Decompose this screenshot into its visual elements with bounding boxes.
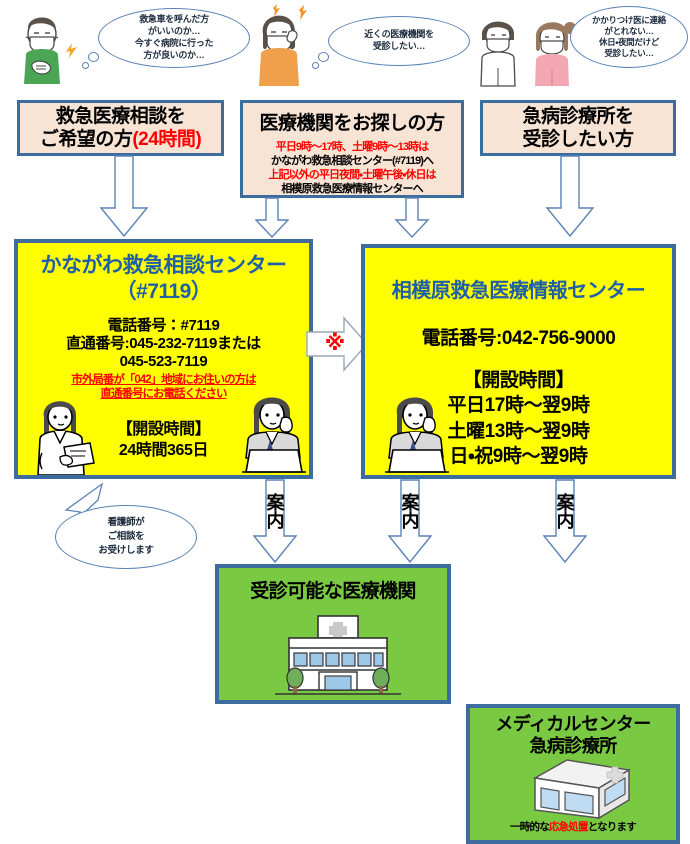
arrow-category2-to-sagamihara [394,197,430,239]
persona-headache-illustration [245,4,325,88]
persona-chest-pain-illustration [8,6,93,86]
guidance-label-char: 内 [266,510,285,531]
nurse-note-line: ご相談を [107,530,145,542]
category-title-line: ご希望の方 [39,129,133,150]
center-hours-line: 土曜13時～翌9時 [447,420,590,442]
cross-reference-marker: ※ [324,332,346,355]
center-phone-line1: 電話番号:042-756-9000 [421,328,616,349]
bubble-line: がとれない… [604,25,654,36]
bubble-line: がいいのか… [147,26,201,37]
small-clinic-building-icon [525,756,635,826]
persona-headache-bubble: 近くの医療機関を 受診したい… [328,16,470,66]
bubble-line: 近くの医療機関を [364,29,434,40]
arrow-category2-to-kanagawa [254,197,290,239]
persona-chest-pain-bubble: 救急車を呼んだ方 がいいのか… 今すぐ病院に行った 方が良いのか… [98,8,250,68]
center-hours-line: 平日17時～翌9時 [447,395,590,417]
result-note-prefix: 一時的な [510,821,550,833]
category-box-emergency-consult[interactable]: 救急医療相談を ご希望の方(24時間) [17,100,224,156]
center-hours-line: 日・祝9時～翌9時 [449,445,588,467]
result-box-medical-center[interactable]: メディカルセンター 急病診療所 一時的な応急処置となります [466,704,680,844]
center-phone-line2: 直通番号:045-232-7119または [66,334,261,352]
result-title-line: 受診可能な医療機関 [250,581,416,602]
category-box-urgent-clinic[interactable]: 急病診療所を 受診したい方 [480,100,676,156]
center-heading-line1: かながわ救急相談センター [40,254,288,277]
arrow-category1-to-kanagawa [99,155,149,238]
guidance-arrow-1-label: 案 内 [258,493,292,531]
arrow-category3-to-sagamihara [545,155,595,238]
bubble-tail-dot-large [318,52,329,62]
center-hours-line: 24時間365日 [118,442,209,460]
center-box-sagamihara[interactable]: 相模原救急医療情報センター 電話番号:042-756-9000 【開設時間】 平… [361,244,676,479]
guidance-label-char: 案 [556,493,575,513]
bubble-line: 方が良いのか… [143,49,205,60]
category-detail-line: かながわ救急相談センター(#7119)へ [270,155,434,168]
nurse-note-bubble: 看護師が ご相談を お受けします [55,505,197,569]
bubble-line: かかりつけ医に連絡 [592,14,666,25]
center-warning-line1: 市外局番が「042」地域にお住いの方は [71,373,256,386]
result-note-highlight: 応急処置 [548,821,589,833]
result-title-line: メディカルセンター [495,714,651,734]
persona-couple-illustration [476,14,586,88]
result-title-line: 急病診療所 [529,735,618,756]
guidance-label-char: 内 [401,510,420,531]
guidance-label-char: 案 [401,493,420,513]
result-note-suffix: となります [587,821,637,833]
center-phone-line3: 045-523-7119 [119,352,208,370]
bubble-line: 今すぐ病院に行った [134,38,214,48]
flowchart-canvas: 救急車を呼んだ方 がいいのか… 今すぐ病院に行った 方が良いのか… 近くの医療機… [8,4,688,844]
nurse-with-clipboard-icon [28,391,98,475]
hospital-building-icon [269,612,407,698]
center-warning-line2: 直通番号にお電話ください [100,387,228,400]
category-title-line: 受診したい方 [522,129,634,150]
category-detail-line: 相模原救急医療情報センターへ [281,183,423,196]
guidance-arrow-2-label: 案 内 [393,493,427,531]
category-title-line: 救急医療相談を [55,105,186,127]
bubble-line: 受診したい… [604,48,654,59]
guidance-label-char: 案 [266,493,285,513]
center-box-kanagawa[interactable]: かながわ救急相談センター （#7119） 電話番号：#7119 直通番号:045… [14,239,313,479]
operator-with-headset-laptop-icon [236,388,309,475]
nurse-note-line: 看護師が [107,516,145,528]
category-detail-line: 平日9時～17時、土曜9時～13時は [275,141,429,153]
category-box-find-clinic[interactable]: 医療機関をお探しの方 平日9時～17時、土曜9時～13時は かながわ救急相談セン… [240,100,464,198]
center-heading-line2: （#7119） [115,280,212,304]
bubble-tail-dot-small [312,62,319,69]
center-hours-heading: 【開設時間】 [116,420,211,438]
bubble-line: 救急車を呼んだ方 [139,14,209,25]
operator-with-headset-laptop-icon [379,388,455,475]
guidance-arrow-2 [387,479,433,564]
guidance-arrow-1 [252,479,298,564]
bubble-line: 休日・夜間だけど [598,37,659,47]
guidance-label-char: 内 [556,510,575,531]
category-title-suffix: (24時間) [132,129,202,150]
category-title-line: 医療機関をお探しの方 [259,113,445,134]
nurse-note-line: お受けします [98,545,154,557]
result-note: 一時的な応急処置となります [470,819,676,834]
bubble-tail-dot-small [82,62,89,69]
persona-couple-bubble: かかりつけ医に連絡 がとれない… 休日・夜間だけど 受診したい… [570,6,688,68]
bubble-tail-dot-large [88,52,99,62]
category-title-line: 急病診療所を [522,105,634,127]
result-box-available-clinic[interactable]: 受診可能な医療機関 [215,564,451,704]
cross-reference-arrow [306,316,368,372]
center-heading-line1: 相模原救急医療情報センター [391,280,646,302]
bubble-line: 受診したい… [372,41,426,51]
category-detail-line: 上記以外の平日夜間・土曜午後・休日は [268,169,436,182]
center-phone-line1: 電話番号：#7119 [107,316,220,334]
center-hours-heading: 【開設時間】 [462,370,575,391]
guidance-arrow-3-label: 案 内 [548,493,582,531]
guidance-arrow-3 [542,479,588,564]
